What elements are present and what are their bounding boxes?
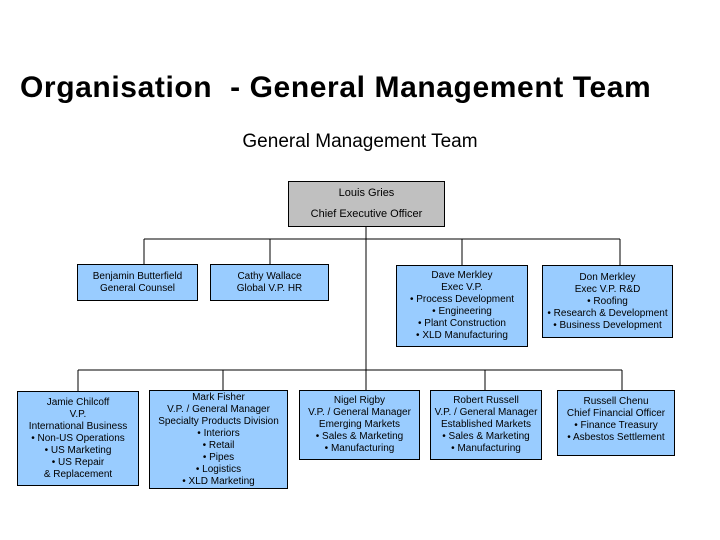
person-name: Nigel Rigby: [333, 395, 386, 406]
responsibility-item: • Finance Treasury: [574, 420, 658, 431]
responsibility-item: • Sales & Marketing: [315, 431, 404, 442]
person-role: V.P. / General Manager: [167, 403, 270, 415]
responsibility-item: • Interiors: [197, 427, 240, 439]
responsibility-item: • Manufacturing: [451, 443, 521, 454]
responsibility-item: • US Repair: [51, 456, 105, 468]
responsibility-item: • Non-US Operations: [31, 432, 125, 444]
responsibility-item: • Pipes: [202, 451, 235, 463]
responsibility-item: • Logistics: [195, 463, 242, 475]
org-node-louis-gries: Louis Gries Chief Executive Officer: [288, 181, 445, 227]
slide-title: Organisation - General Management Team: [20, 71, 652, 104]
org-node-dave-merkley: Dave Merkley Exec V.P. • Process Develop…: [396, 265, 528, 347]
person-name: Benjamin Butterfield: [92, 270, 183, 282]
org-node-mark-fisher: Mark Fisher V.P. / General Manager Speci…: [149, 390, 288, 489]
person-role: V.P.: [69, 408, 87, 420]
org-node-nigel-rigby: Nigel Rigby V.P. / General Manager Emerg…: [299, 390, 420, 460]
responsibility-item: & Replacement: [43, 468, 113, 480]
person-name: Dave Merkley: [431, 270, 493, 281]
person-name: Jamie Chilcoff: [46, 396, 110, 408]
person-role: Emerging Markets: [318, 419, 401, 430]
responsibility-item: • Asbestos Settlement: [567, 432, 665, 443]
person-role: Specialty Products Division: [158, 415, 279, 427]
responsibility-item: • Sales & Marketing: [442, 431, 530, 442]
person-role: Chief Executive Officer: [310, 208, 423, 220]
person-role: Exec V.P. R&D: [574, 283, 641, 295]
org-node-jamie-chilcoff: Jamie Chilcoff V.P. International Busine…: [17, 391, 139, 486]
responsibility-item: • Business Development: [553, 319, 662, 331]
person-role: General Counsel: [99, 282, 176, 294]
person-role: Global V.P. HR: [236, 282, 303, 294]
responsibility-item: • Manufacturing: [324, 443, 395, 454]
person-role: V.P. / General Manager: [434, 407, 538, 418]
person-name: Louis Gries: [338, 187, 395, 199]
person-role: Exec V.P.: [441, 282, 483, 293]
org-node-benjamin-butterfield: Benjamin Butterfield General Counsel: [77, 264, 198, 301]
person-name: Cathy Wallace: [237, 270, 302, 282]
chart-subtitle: General Management Team: [242, 131, 478, 152]
person-name: Russell Chenu: [583, 396, 649, 407]
responsibility-item: • Plant Construction: [418, 318, 506, 329]
responsibility-item: • Roofing: [587, 295, 628, 307]
person-role: International Business: [28, 420, 128, 432]
responsibility-item: • Process Development: [409, 294, 515, 305]
person-role: V.P. / General Manager: [308, 407, 411, 418]
person-name: Robert Russell: [453, 395, 519, 406]
responsibility-item: • Engineering: [432, 306, 492, 317]
org-node-robert-russell: Robert Russell V.P. / General Manager Es…: [430, 390, 542, 460]
person-name: Mark Fisher: [192, 391, 245, 403]
responsibility-item: • Research & Development: [547, 307, 668, 319]
org-node-russell-chenu: Russell Chenu Chief Financial Officer • …: [557, 390, 675, 456]
person-role: Chief Financial Officer: [566, 408, 666, 419]
responsibility-item: • Retail: [202, 439, 235, 451]
responsibility-item: • XLD Marketing: [182, 475, 255, 487]
responsibility-item: • XLD Manufacturing: [416, 330, 508, 341]
org-node-cathy-wallace: Cathy Wallace Global V.P. HR: [210, 264, 329, 301]
responsibility-item: • US Marketing: [44, 444, 112, 456]
org-node-don-merkley: Don Merkley Exec V.P. R&D • Roofing • Re…: [542, 265, 673, 338]
person-role: Established Markets: [440, 419, 532, 430]
person-name: Don Merkley: [579, 271, 636, 283]
